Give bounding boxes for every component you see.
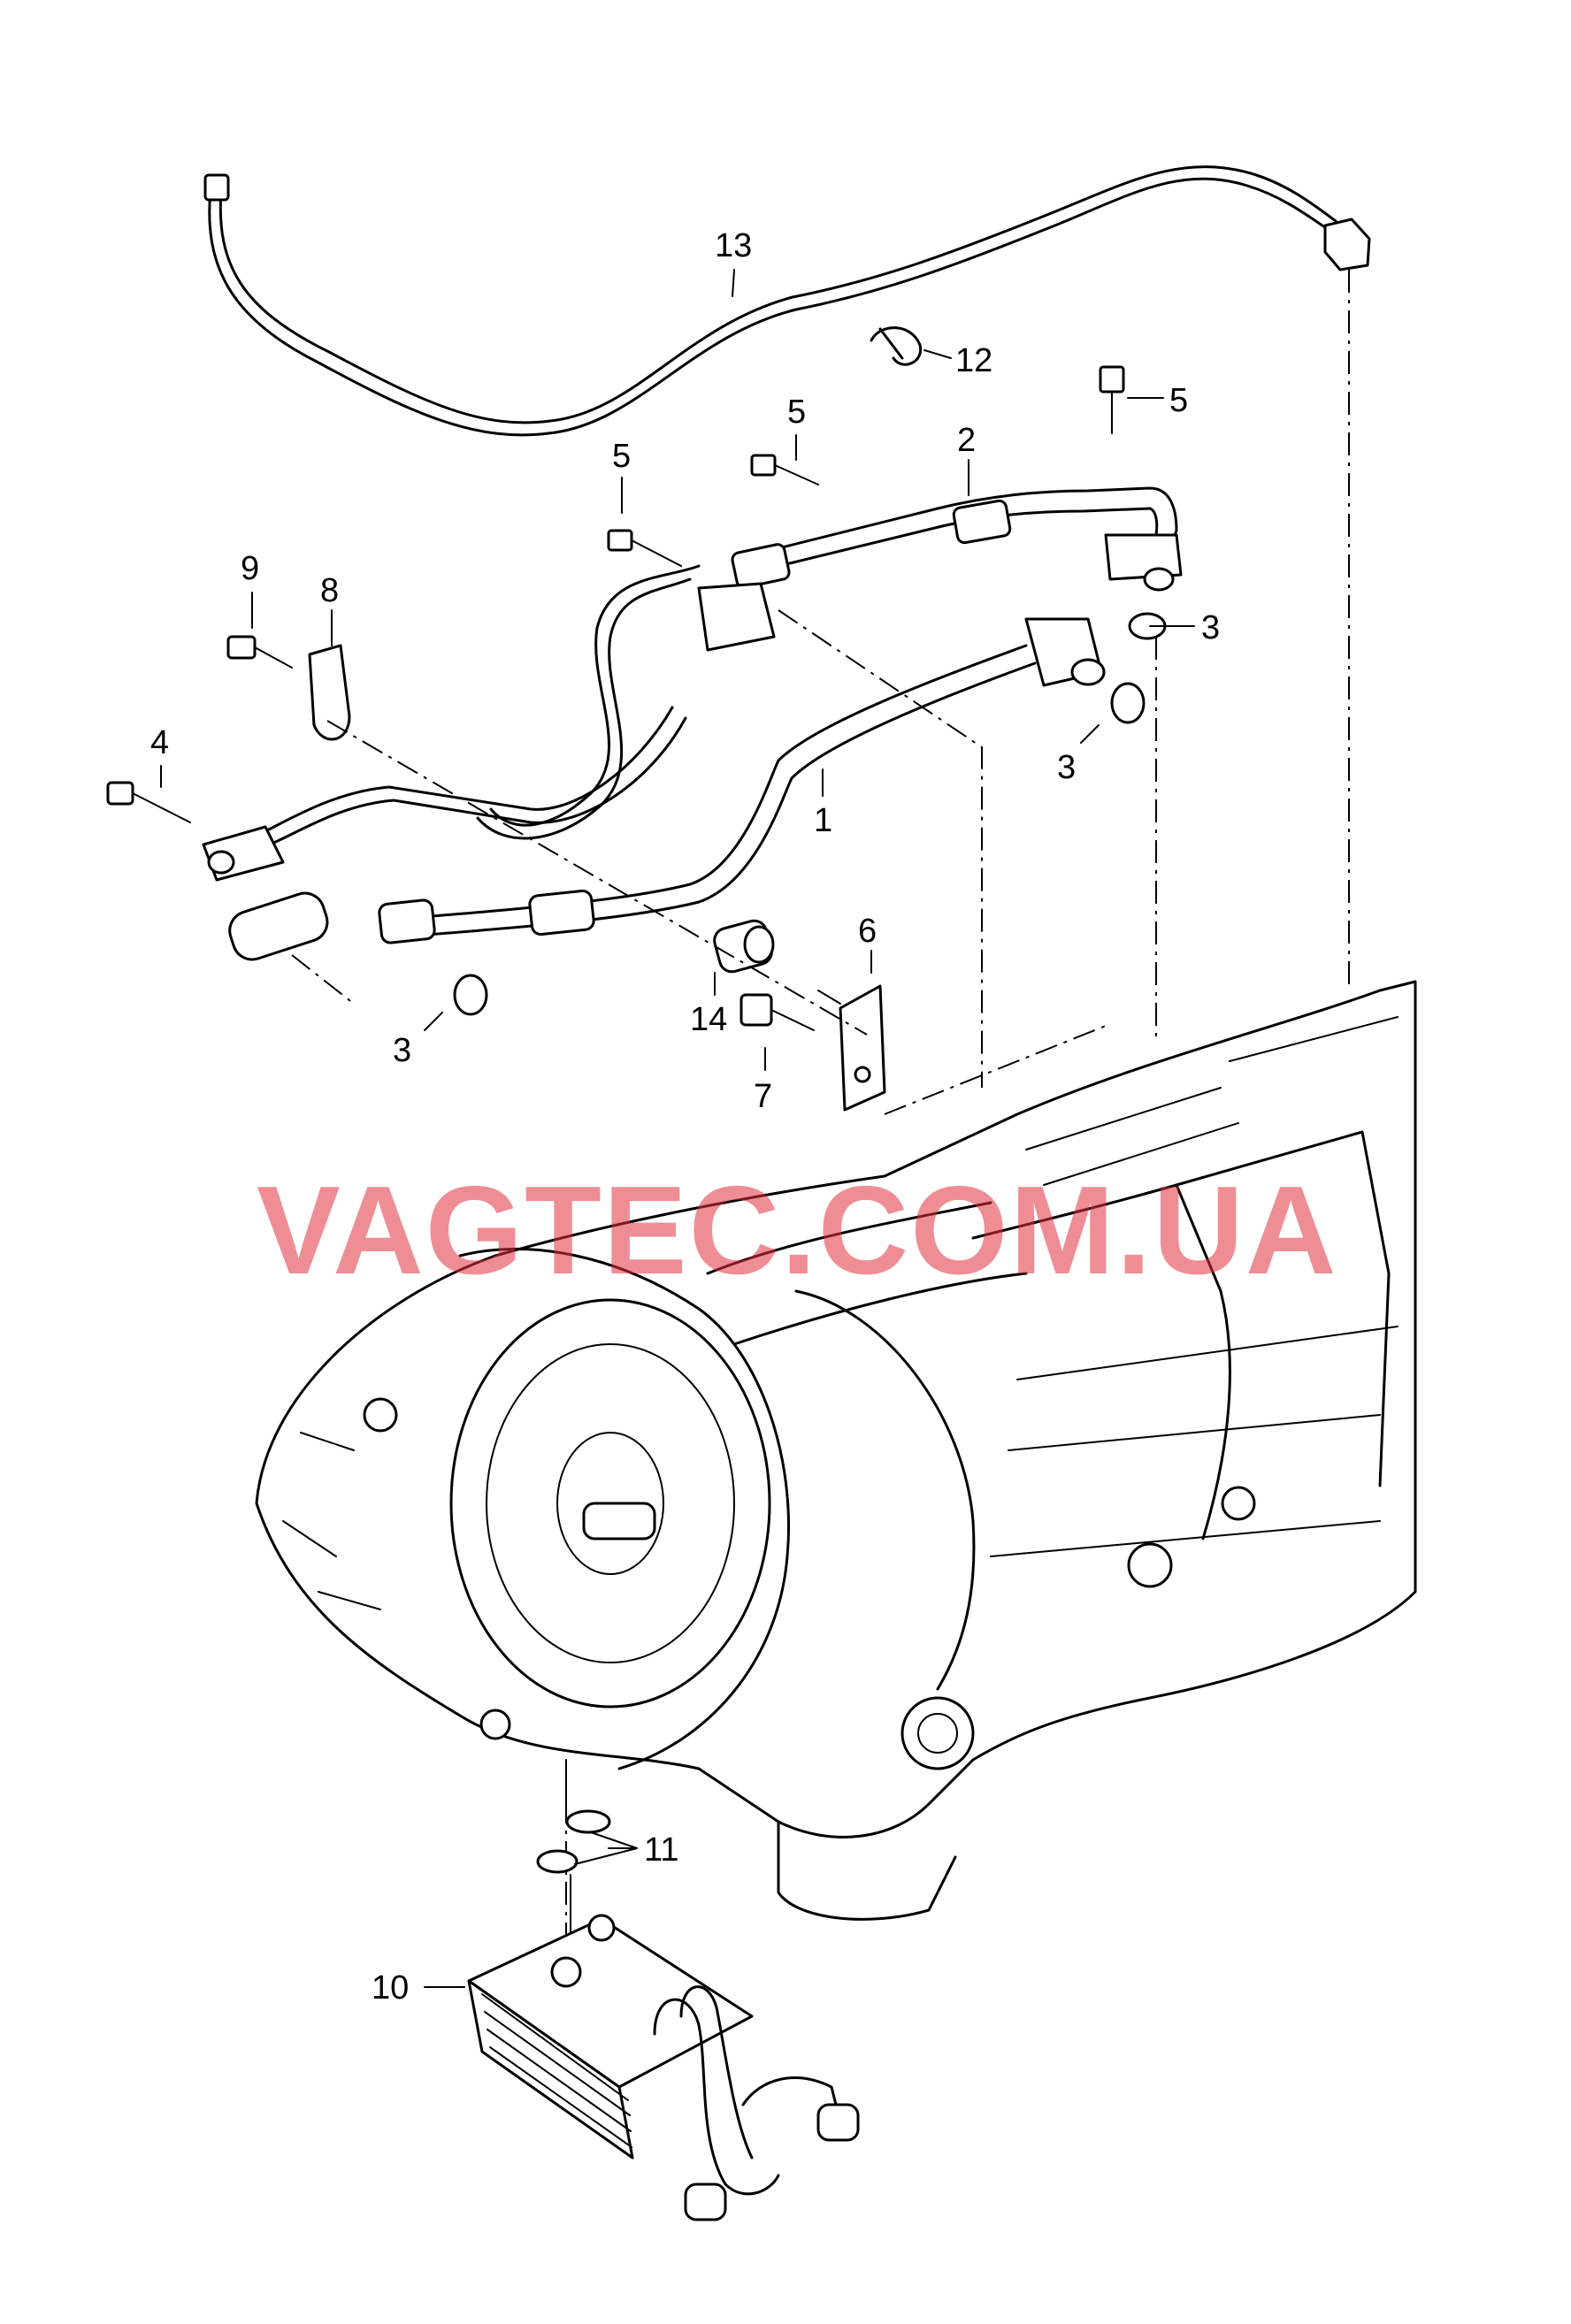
callout-13: 13 [715, 227, 752, 264]
part-1-oil-line [202, 617, 1106, 961]
bolts [106, 365, 1125, 1031]
input-shaft [582, 1502, 656, 1540]
callout-3b: 3 [1057, 749, 1076, 786]
callout-6: 6 [858, 913, 877, 950]
line-sleeve [731, 543, 791, 589]
callout-5b: 5 [787, 394, 806, 431]
line-sleeve [528, 889, 595, 936]
callout-3a: 3 [1201, 609, 1220, 646]
cooler-port [550, 1956, 582, 1988]
bolt-5b [750, 454, 819, 485]
hose-connector [1323, 218, 1371, 271]
callout-1: 1 [814, 802, 832, 839]
flange-round [900, 1696, 975, 1770]
bolt-9 [226, 635, 293, 669]
cooler-fitting [816, 2103, 860, 2142]
transmission-housing [255, 980, 1417, 1921]
housing-boss [479, 1709, 511, 1740]
callout-7: 7 [754, 1078, 772, 1115]
watermark: VAGTEC.COM.UA [257, 1160, 1337, 1301]
callout-11: 11 [644, 1831, 678, 1869]
callout-14: 14 [690, 1001, 727, 1038]
seals [453, 612, 1167, 1016]
bolt-4 [106, 781, 191, 823]
hose-end-fitting [203, 173, 230, 202]
flange-port [207, 850, 235, 875]
seal-3b [1110, 682, 1146, 724]
part-11-seals [536, 1759, 611, 1955]
part-8-bracket [308, 644, 351, 741]
bolt-7 [740, 993, 815, 1031]
callout-10: 10 [372, 1969, 409, 2007]
housing-boss [1221, 1486, 1256, 1521]
callout-2: 2 [957, 422, 976, 459]
flange-port [1143, 567, 1175, 592]
part-13-hose [203, 165, 1371, 437]
callout-12: 12 [955, 342, 992, 379]
callout-5a: 5 [612, 438, 631, 475]
housing-boss [363, 1397, 398, 1433]
callout-9: 9 [241, 550, 259, 587]
bolt-5a [607, 529, 682, 567]
callout-8: 8 [320, 572, 339, 609]
seal-3c [453, 974, 488, 1016]
part-6-plate [817, 984, 886, 1112]
housing-boss [1127, 1542, 1173, 1588]
part-12-clip [870, 326, 923, 366]
line-bracket [697, 582, 776, 652]
flange-port [1070, 658, 1106, 686]
callout-labels: 13 12 5 5 5 2 3 3 1 9 8 4 3 6 14 7 11 10 [150, 227, 1220, 2007]
part-10-oil-cooler [467, 1914, 860, 2221]
cooler-fitting [684, 2183, 727, 2221]
leader-lines [160, 269, 1195, 1988]
line-connector [228, 891, 329, 961]
line-sleeve [952, 499, 1012, 545]
cooler-port [587, 1914, 616, 1942]
callout-5c: 5 [1169, 382, 1188, 419]
part-14-bushing [713, 919, 775, 974]
bolt-5c [1099, 365, 1125, 434]
callout-3c: 3 [393, 1032, 411, 1069]
assembly-lines [291, 270, 1350, 1990]
line-sleeve [378, 898, 436, 944]
part-2-oil-line [476, 486, 1183, 840]
callout-4: 4 [150, 724, 169, 761]
